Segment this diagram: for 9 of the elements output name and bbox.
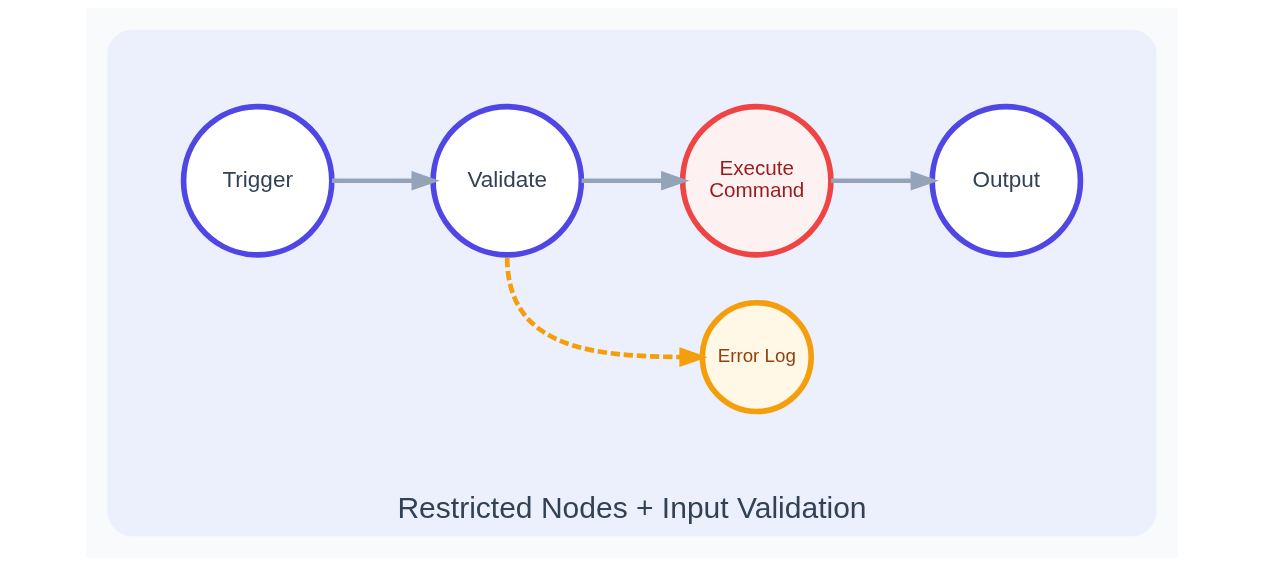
node-circle: Output: [928, 103, 1083, 258]
node-circle: Validate: [429, 103, 584, 258]
arrow: [830, 170, 939, 191]
arrow: [504, 257, 708, 367]
node-circle: Trigger: [180, 103, 335, 258]
node-circle: Execute Command: [679, 103, 834, 258]
node-circle: Error Log: [699, 299, 814, 415]
arrow: [581, 170, 689, 191]
arrow: [331, 170, 440, 191]
